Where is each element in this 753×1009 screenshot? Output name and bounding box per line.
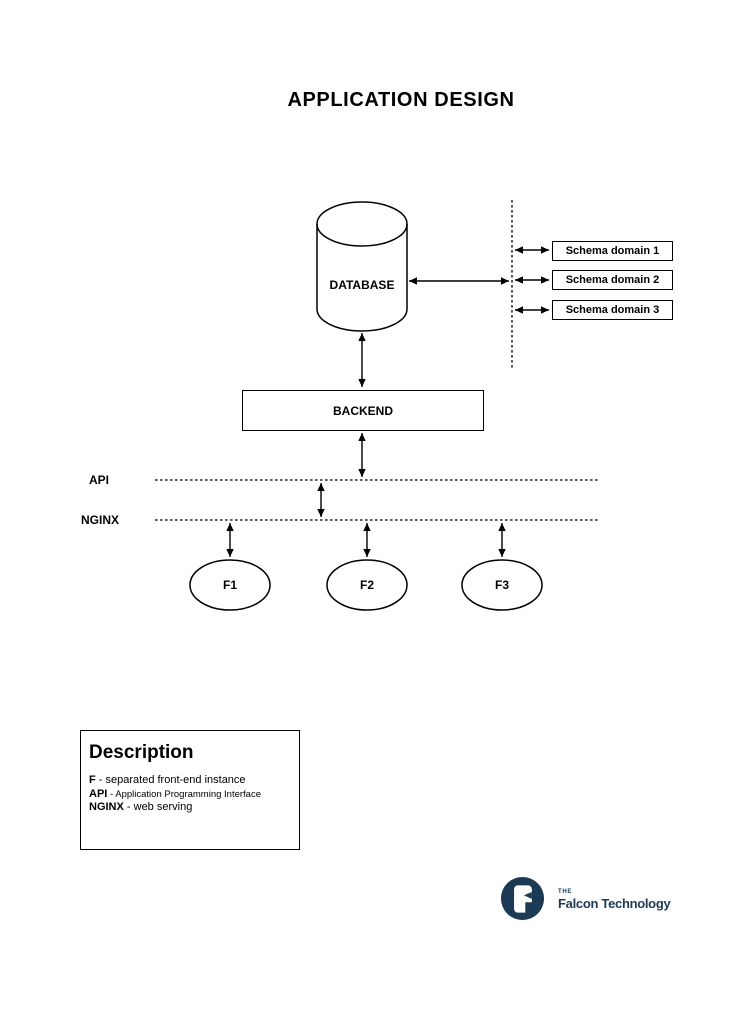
frontend-ellipse-f3 (461, 559, 543, 611)
logo-f-cut (525, 902, 536, 915)
schema-domain-box-3: Schema domain 3 (552, 300, 673, 320)
schema-domain-label: Schema domain 2 (565, 274, 660, 286)
description-term: F (89, 774, 96, 786)
schema-domain-label: Schema domain 1 (565, 245, 660, 257)
schema-domain-box-1: Schema domain 1 (552, 241, 673, 261)
logo-prefix: THE (558, 889, 573, 895)
database-cylinder-top-arc (316, 223, 408, 247)
description-term: API (89, 787, 108, 800)
database-label: DATABASE (329, 278, 395, 292)
description-box: Description F - separated front-end inst… (80, 730, 300, 850)
description-text: - separated front-end instance (95, 774, 246, 786)
nginx-layer-label: NGINX (80, 513, 120, 527)
frontend-label-f2: F2 (359, 578, 375, 592)
description-text: - web serving (123, 801, 193, 813)
frontend-label-f3: F3 (494, 578, 510, 592)
description-item: API - Application Programming Interface (89, 788, 299, 802)
description-lines: F - separated front-end instance API - A… (89, 774, 299, 815)
schema-domain-box-2: Schema domain 2 (552, 270, 673, 290)
description-heading: Description (89, 742, 194, 763)
page-title: APPLICATION DESIGN (287, 89, 515, 111)
api-layer-label: API (88, 473, 110, 487)
schema-domain-label: Schema domain 3 (565, 304, 660, 316)
falcon-logo-icon (500, 876, 545, 921)
logo-f-notch (523, 891, 532, 899)
backend-label: BACKEND (333, 403, 393, 418)
description-term: NGINX (89, 801, 124, 813)
description-item: F - separated front-end instance (89, 774, 299, 788)
frontend-ellipse-f1 (189, 559, 271, 611)
description-item: NGINX - web serving (89, 801, 299, 815)
description-text: - Application Programming Interface (107, 788, 261, 800)
frontend-ellipse-f2 (326, 559, 408, 611)
backend-box: BACKEND (242, 390, 484, 431)
database-cylinder (316, 201, 408, 332)
frontend-label-f1: F1 (222, 578, 238, 592)
logo-name: Falcon Technology (558, 896, 671, 911)
